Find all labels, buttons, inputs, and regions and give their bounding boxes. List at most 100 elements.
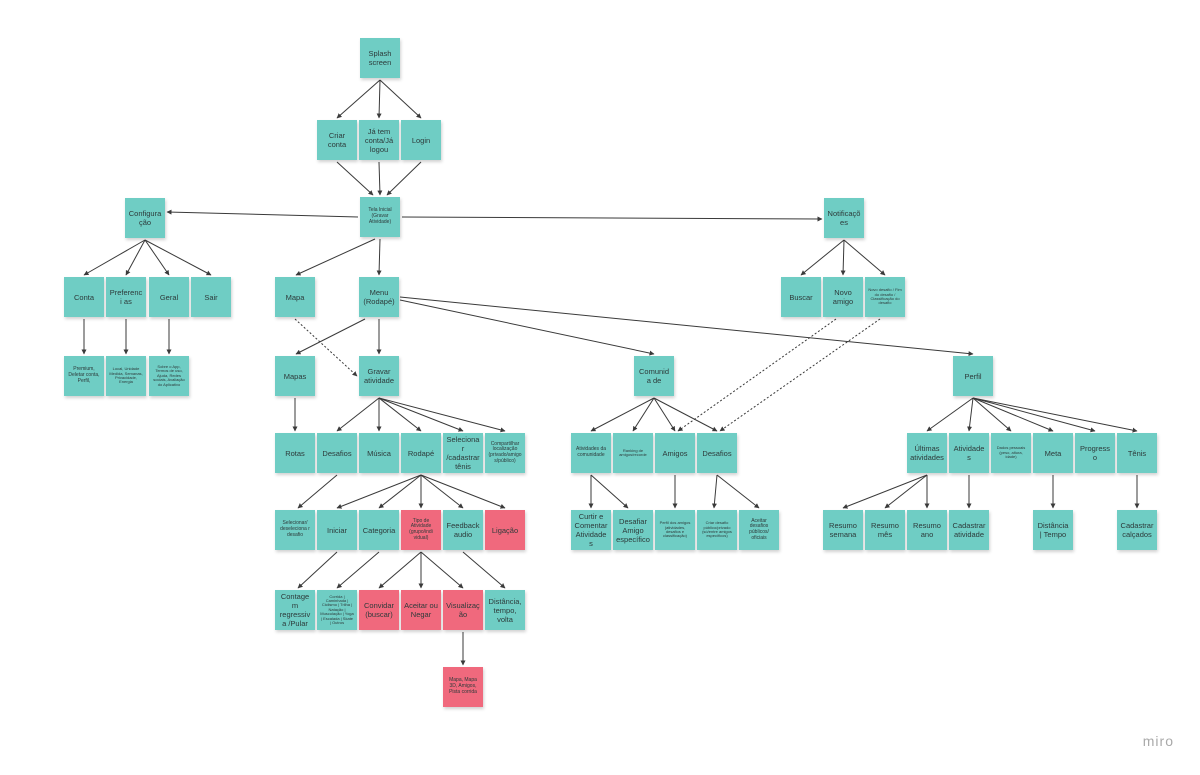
note-categorias-lista[interactable]: Corrida | Caminhada | Ciclismo | Trilha …: [317, 590, 357, 630]
note-preferencias[interactable]: Preferenci as: [106, 277, 146, 317]
note-distancia-tempo[interactable]: Distância | Tempo: [1033, 510, 1073, 550]
note-buscar[interactable]: Buscar: [781, 277, 821, 317]
note-criar-conta[interactable]: Criar conta: [317, 120, 357, 160]
connector-21: [295, 318, 366, 355]
connector-6: [386, 161, 422, 196]
note-tenis[interactable]: Tênis: [1117, 433, 1157, 473]
note-tipo-atividade[interactable]: Tipo de Atividade (grupo/indi vidual): [401, 510, 441, 550]
note-ligacao[interactable]: Ligação: [485, 510, 525, 550]
note-comunidade-desafios[interactable]: Desafios: [697, 433, 737, 473]
note-rodape[interactable]: Rodapé: [401, 433, 441, 473]
connector-61: [297, 551, 338, 589]
note-musica[interactable]: Música: [359, 433, 399, 473]
connector-29: [336, 397, 380, 432]
connector-51: [590, 474, 629, 509]
note-feedback-audio[interactable]: Feedback audio: [443, 510, 483, 550]
connector-7: [166, 209, 359, 218]
note-perfil-amigos[interactable]: Perfil dos amigos (atividades, desafios …: [655, 510, 695, 550]
note-progresso[interactable]: Progresso: [1075, 433, 1115, 473]
connector-23: [399, 299, 655, 356]
connector-19: [840, 239, 846, 276]
note-splash-screen[interactable]: Splash screen: [360, 38, 400, 78]
connector-3: [379, 79, 422, 119]
note-desafiar-amigo[interactable]: Desafiar Amigo específico: [613, 510, 653, 550]
note-categoria[interactable]: Categoria: [359, 510, 399, 550]
note-tela-inicial[interactable]: Tela Inicial (Gravar Atividade): [360, 197, 400, 237]
note-resumo-ano[interactable]: Resumo ano: [907, 510, 947, 550]
note-cadastrar-calcados[interactable]: Cadastrar calçados: [1117, 510, 1157, 550]
note-perfil[interactable]: Perfil: [953, 356, 993, 396]
note-configuracao[interactable]: Configura ção: [125, 198, 165, 238]
connector-10: [376, 238, 382, 276]
connector-1: [336, 79, 381, 119]
connector-62: [336, 551, 380, 589]
note-resumo-mes[interactable]: Resumo mês: [865, 510, 905, 550]
note-geral-detail[interactable]: Sobre o App, Termos de uso, Ajuda, Redes…: [149, 356, 189, 396]
note-compartilhar-localizacao[interactable]: Compartilhar localização (privado/amigos…: [485, 433, 525, 473]
note-ja-tem-conta[interactable]: Já tem conta/Já logou: [359, 120, 399, 160]
note-meta[interactable]: Meta: [1033, 433, 1073, 473]
connector-55: [842, 474, 928, 509]
note-ultimas-atividades[interactable]: Últimas atividades: [907, 433, 947, 473]
note-desafios[interactable]: Desafios: [317, 433, 357, 473]
connector-65: [420, 551, 464, 589]
note-cadastrar-atividade[interactable]: Cadastrar atividade: [949, 510, 989, 550]
note-aceitar-negar[interactable]: Aceitar ou Negar: [401, 590, 441, 630]
connector-12: [125, 239, 146, 276]
note-rotas[interactable]: Rotas: [275, 433, 315, 473]
connector-53: [711, 474, 718, 509]
connector-32: [378, 397, 464, 432]
note-preferencias-detail[interactable]: Local, Unidade Medida, Semanas, Privacid…: [106, 356, 146, 396]
connector-11: [83, 239, 146, 276]
miro-watermark: miro: [1142, 733, 1174, 749]
note-resumo-semana[interactable]: Resumo semana: [823, 510, 863, 550]
note-mapa[interactable]: Mapa: [275, 277, 315, 317]
connector-5: [377, 161, 383, 196]
note-aceitar-desafios[interactable]: Aceitar desafios públicos/ oficiais: [739, 510, 779, 550]
connector-34: [590, 397, 655, 432]
note-curtir-comentar[interactable]: Curtir e Comentar Atividades: [571, 510, 611, 550]
connector-49: [420, 474, 506, 509]
connector-24: [399, 296, 974, 357]
note-geral[interactable]: Geral: [149, 277, 189, 317]
note-atividades[interactable]: Atividades: [949, 433, 989, 473]
connector-44: [297, 474, 338, 509]
connector-48: [420, 474, 464, 509]
connector-40: [972, 397, 1012, 432]
note-criar-desafio[interactable]: Criar desafio público/privado (só/entre …: [697, 510, 737, 550]
note-conta[interactable]: Conta: [64, 277, 104, 317]
note-novo-desafio[interactable]: Novo desafio / Fim do desafio / Classifi…: [865, 277, 905, 317]
note-menu-rodape[interactable]: Menu (Rodapé): [359, 277, 399, 317]
note-amigos[interactable]: Amigos: [655, 433, 695, 473]
note-selecionar-desafio[interactable]: Selecionar/ deseleciona r desafio: [275, 510, 315, 550]
connector-43: [972, 397, 1138, 433]
note-selecionar-tenis[interactable]: Selecionar /cadastrar tênis: [443, 433, 483, 473]
note-mapas[interactable]: Mapas: [275, 356, 315, 396]
note-dados-pessoais[interactable]: Dados pessoais (peso, altura, idade): [991, 433, 1031, 473]
note-mapa-opcoes[interactable]: Mapa, Mapa 3D, Amigos, Pista corrida: [443, 667, 483, 707]
note-gravar-atividade[interactable]: Gravar atividade: [359, 356, 399, 396]
note-sair[interactable]: Sair: [191, 277, 231, 317]
dashed-connector-26: [677, 318, 837, 432]
connector-45: [336, 474, 422, 509]
note-convidar[interactable]: Convidar (buscar): [359, 590, 399, 630]
note-novo-amigo[interactable]: Novo amigo: [823, 277, 863, 317]
connector-41: [972, 397, 1054, 432]
note-iniciar[interactable]: Iniciar: [317, 510, 357, 550]
note-comunidade[interactable]: Comunida de: [634, 356, 674, 396]
note-distancia-tempo-volta[interactable]: Distância, tempo, volta: [485, 590, 525, 630]
note-contagem-regressiva[interactable]: Contagem regressiva /Pular: [275, 590, 315, 630]
dashed-connector-27: [719, 318, 881, 432]
note-ranking[interactable]: Ranking de amigos/recorde: [613, 433, 653, 473]
connector-46: [378, 474, 422, 509]
note-login[interactable]: Login: [401, 120, 441, 160]
connector-2: [376, 79, 382, 119]
connector-4: [336, 161, 374, 196]
note-conta-detail[interactable]: Premium, Deletar conta, Perfil,: [64, 356, 104, 396]
note-visualizacao[interactable]: Visualizaç ão: [443, 590, 483, 630]
connector-54: [716, 474, 760, 509]
note-atividades-comunidade[interactable]: Atividades da comunidade: [571, 433, 611, 473]
connector-56: [884, 474, 928, 509]
note-notificacoes[interactable]: Notificaçõ es: [824, 198, 864, 238]
